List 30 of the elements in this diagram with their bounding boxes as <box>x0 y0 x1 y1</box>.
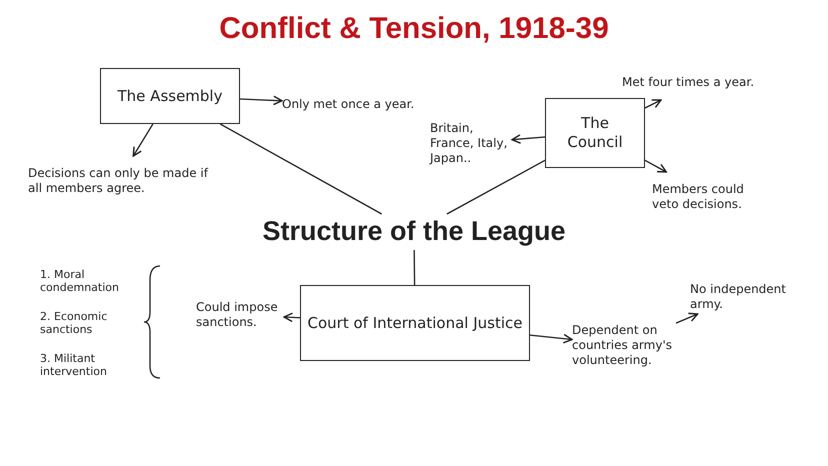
connector-line <box>446 160 546 215</box>
arrow <box>644 99 662 109</box>
note-text: Members could veto decisions. <box>652 182 745 212</box>
box-label: The Assembly <box>118 86 222 106</box>
arrow <box>240 96 283 106</box>
process-box <box>100 68 240 124</box>
page-title: Conflict & Tension, 1918-39 <box>218 12 610 46</box>
connector-line <box>414 250 416 285</box>
box-label: The Council <box>566 114 624 152</box>
box-label: Court of International Justice <box>308 314 522 332</box>
note-text: Could impose sanctions. <box>196 300 279 330</box>
note-text: No independent army. <box>690 282 786 312</box>
note-text: Only met once a year. <box>282 96 414 112</box>
heading-text: Structure of the League <box>262 215 566 248</box>
note-text: Decisions can only be made if all members agree. <box>28 166 208 196</box>
process-box <box>545 98 645 168</box>
note-text: Met four times a year. <box>622 74 754 90</box>
list-item: 1. Moral condemnation <box>40 268 120 294</box>
list-item: 2. Economic sanctions <box>40 310 108 336</box>
arrow <box>132 124 154 157</box>
note-text: Britain, France, Italy, Japan.. <box>430 120 508 166</box>
arrow <box>530 334 573 344</box>
process-box <box>300 285 530 361</box>
arrow <box>676 312 698 324</box>
connector-line <box>220 123 382 215</box>
arrow <box>511 134 546 144</box>
list-item: 3. Militant intervention <box>40 352 108 378</box>
arrow <box>644 160 668 173</box>
arrow <box>283 312 300 322</box>
note-text: Dependent on countries army's volunteering. <box>572 322 673 368</box>
